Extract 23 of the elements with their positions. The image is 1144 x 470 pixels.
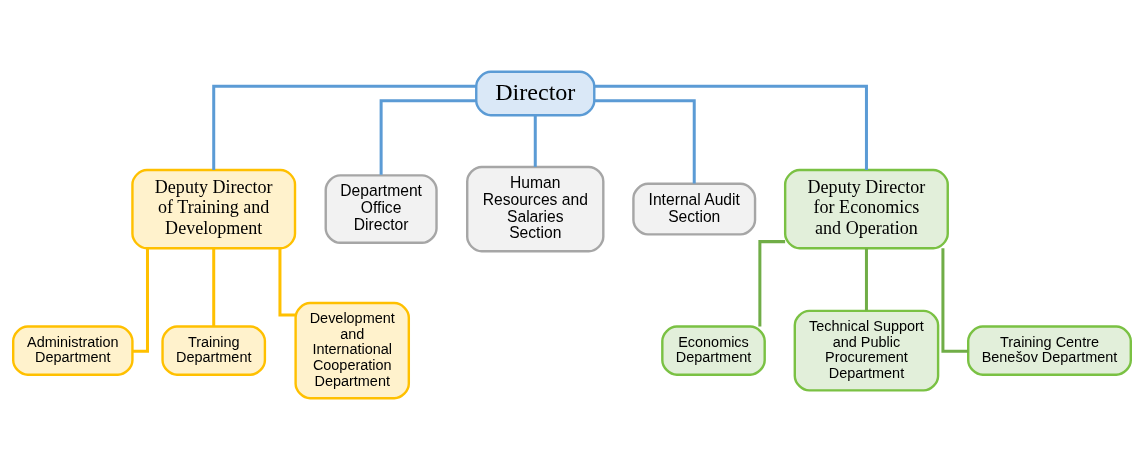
node-box: Deputy Director of Training and Development bbox=[131, 168, 297, 250]
node-box: Administration Department bbox=[12, 325, 134, 376]
node-box: Department Office Director bbox=[324, 174, 438, 245]
node-box: Technical Support and Public Procurement Department bbox=[793, 309, 940, 392]
node-box: Economics Department bbox=[661, 325, 766, 376]
connector bbox=[278, 248, 296, 317]
node-box: Director bbox=[475, 70, 596, 117]
node-box: Development and International Cooperation Department bbox=[294, 301, 411, 400]
connector bbox=[941, 248, 969, 353]
node-box: Internal Audit Section bbox=[632, 182, 757, 236]
connector bbox=[533, 115, 537, 167]
connector bbox=[864, 248, 868, 311]
connector bbox=[212, 84, 476, 170]
node-box: Training Department bbox=[161, 325, 267, 376]
connector bbox=[212, 248, 216, 327]
node-box: Deputy Director for Economics and Operation bbox=[783, 168, 949, 250]
node-box: Training Centre Benešov Department bbox=[967, 325, 1132, 376]
node-box: Human Resources and Salaries Section bbox=[466, 165, 605, 253]
connector bbox=[594, 84, 868, 170]
connector bbox=[594, 99, 696, 184]
connector bbox=[758, 240, 786, 327]
connector bbox=[132, 248, 149, 353]
connector bbox=[379, 99, 477, 175]
